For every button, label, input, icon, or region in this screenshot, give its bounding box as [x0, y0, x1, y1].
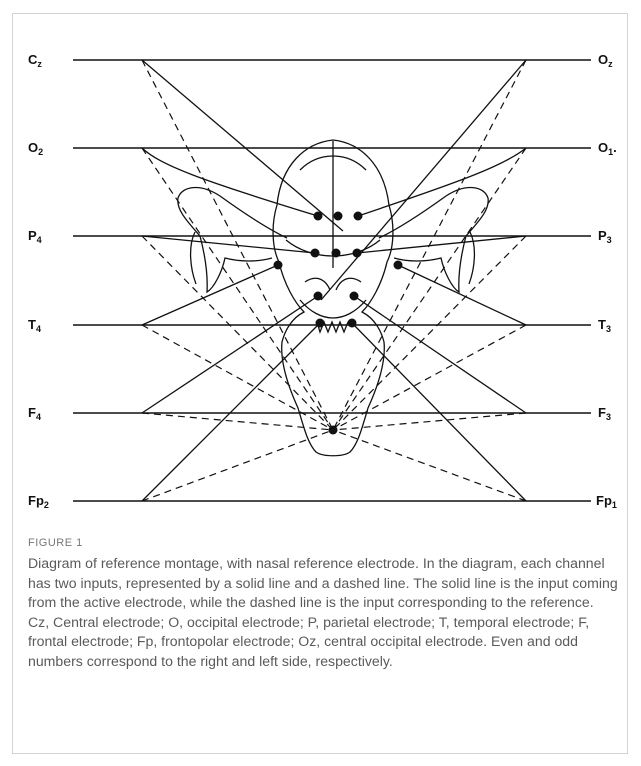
electrode-dot — [314, 212, 323, 221]
label-t3: T3 — [598, 317, 611, 334]
label-p3: P3 — [598, 228, 612, 245]
reference-montage-diagram: Cz O2 P4 T4 F4 Fp2 Oz O1. P3 T3 F3 Fp1 — [0, 0, 641, 530]
label-p4: P4 — [28, 228, 42, 245]
reference-input-t4 — [142, 325, 333, 430]
reference-input-p4 — [142, 236, 333, 430]
reference-inputs — [142, 60, 526, 501]
reference-input-cz — [142, 60, 333, 430]
active-input-t3 — [398, 265, 526, 325]
reference-input-t3 — [333, 325, 526, 430]
electrode-dot — [348, 319, 357, 328]
electrode-dot — [350, 292, 359, 301]
caption-text: Diagram of reference montage, with nasal… — [28, 554, 618, 671]
label-fp2: Fp2 — [28, 493, 49, 510]
electrode-dot — [316, 319, 325, 328]
label-cz: Cz — [28, 52, 42, 69]
figure-label: FIGURE 1 — [28, 537, 618, 549]
electrode-dot — [394, 261, 403, 270]
electrode-dot — [334, 212, 343, 221]
active-input-t4 — [142, 265, 278, 325]
active-input-o2 — [142, 148, 318, 216]
electrode-dot — [354, 212, 363, 221]
label-oz: Oz — [598, 52, 613, 69]
reference-input-o1 — [333, 148, 526, 430]
active-input-fp1 — [352, 323, 526, 501]
active-input-p3 — [357, 236, 526, 253]
electrode-dot — [311, 249, 320, 258]
reference-input-fp2 — [142, 430, 333, 501]
reference-input-fp1 — [333, 430, 526, 501]
label-f3: F3 — [598, 405, 611, 422]
label-o2: O2 — [28, 140, 43, 157]
label-f4: F4 — [28, 405, 41, 422]
reference-input-oz — [333, 60, 526, 430]
label-o1: O1. — [598, 140, 617, 157]
electrode-dot — [353, 249, 362, 258]
figure-caption: FIGURE 1 Diagram of reference montage, w… — [28, 537, 618, 671]
label-t4: T4 — [28, 317, 41, 334]
active-input-p4 — [142, 236, 315, 253]
label-fp1: Fp1 — [596, 493, 617, 510]
active-input-fp2 — [142, 323, 320, 501]
active-inputs — [142, 60, 526, 501]
electrode-dot — [314, 292, 323, 301]
reference-input-f4 — [142, 413, 333, 430]
electrode-dot — [274, 261, 283, 270]
nasal-reference-electrode — [329, 426, 338, 435]
active-input-oz — [321, 60, 526, 300]
electrode-dot — [332, 249, 341, 258]
channel-lines — [73, 60, 591, 501]
